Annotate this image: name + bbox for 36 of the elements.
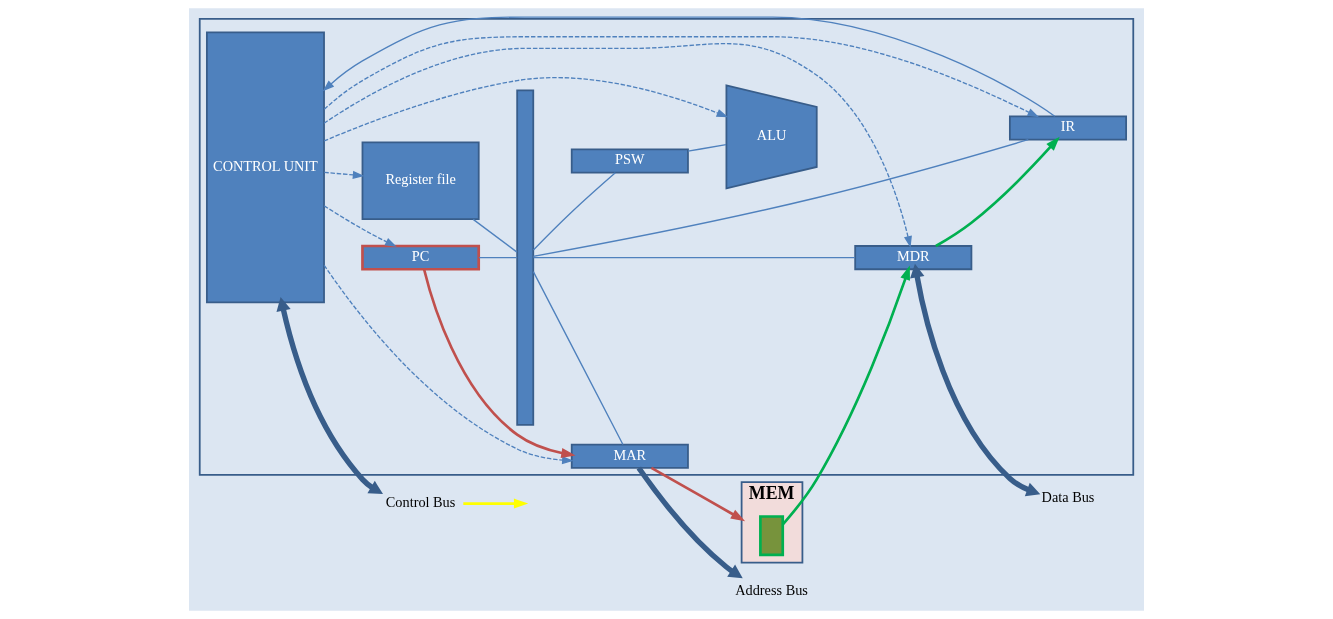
arrow [323,170,365,179]
node-box: PC [361,244,481,271]
arrow [935,136,1060,248]
arrow [323,264,574,465]
node-box: IR [1008,115,1127,141]
connector [478,256,518,259]
node-text: Address Bus [735,581,808,598]
arrow [463,498,529,509]
connector [532,172,616,251]
arrow [323,36,1040,118]
arrow [276,297,384,495]
arrow [422,269,576,458]
connector [532,270,624,446]
node-box [759,515,785,557]
connector [532,139,1029,257]
arrow [323,76,729,142]
connector [472,218,518,253]
node-box: MAR [570,443,689,469]
arrow [910,263,1041,497]
arrow [650,466,746,522]
node-text: Control Bus [385,493,456,510]
node-box: Register file [361,141,480,221]
arrow [323,205,397,247]
arrow [781,265,910,526]
connector [532,256,856,259]
node-box: PSW [570,148,689,174]
arrow [636,466,743,579]
arrow [322,16,1056,117]
node-box: MDR [854,245,973,271]
node-box: ALU [725,84,818,190]
connector [687,143,727,152]
node-box: CONTROL UNIT [206,31,325,304]
node-text: Data Bus [1041,488,1095,505]
arrow [323,43,912,248]
cluster: MEM [740,481,804,564]
node-bar [516,89,535,426]
